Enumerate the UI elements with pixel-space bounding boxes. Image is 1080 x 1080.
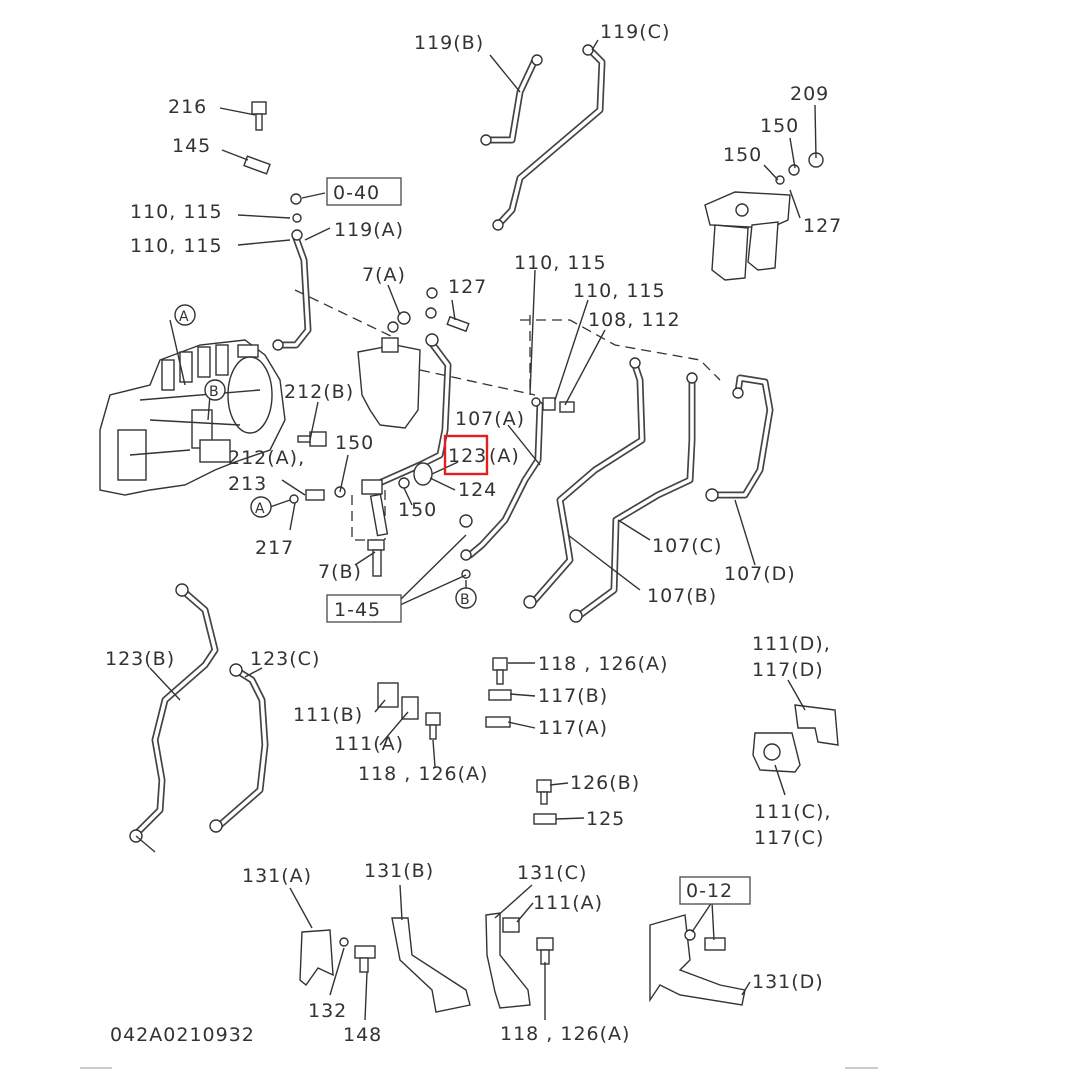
label-127: 127 (448, 276, 487, 298)
label-131c: 131(C) (517, 862, 587, 884)
label-118-126a: 118 , 126(A) (500, 1023, 630, 1045)
label-145: 145 (172, 135, 211, 157)
label-123a-suffix: (A) (489, 445, 520, 467)
label-124: 124 (458, 479, 497, 501)
pipe-123c (209, 663, 269, 833)
label-119c: 119(C) (600, 21, 670, 43)
box-0-40 (326, 177, 402, 206)
injection-pump (99, 339, 286, 496)
drawing-number: 042A0210932 (110, 1024, 255, 1046)
label-131d: 131(D) (752, 971, 824, 993)
pipe-107b (523, 357, 646, 609)
label-111b: 111(B) (293, 704, 363, 726)
label-7a: 7(A) (362, 264, 406, 286)
label-circle-b: B (460, 592, 471, 608)
label-circle-a: A (179, 309, 190, 325)
label-118-126a: 118 , 126(A) (538, 653, 668, 675)
bracket-131d (649, 914, 746, 1006)
label-circle-b: B (209, 384, 220, 400)
label-1-45: 1-45 (334, 599, 381, 621)
label-107b: 107(B) (647, 585, 717, 607)
label-111a: 111(A) (533, 892, 603, 914)
pipe-119c (492, 44, 606, 231)
label-117c: 117(C) (754, 827, 824, 849)
leader-lines (149, 39, 817, 1021)
label-110-115: 110, 115 (130, 235, 223, 257)
label-125: 125 (586, 808, 625, 830)
label-111d: 111(D), (752, 633, 831, 655)
sedimenter (357, 337, 421, 429)
bracket-131c (485, 912, 554, 1009)
label-7b: 7(B) (318, 561, 362, 583)
label-131a: 131(A) (242, 865, 312, 887)
pipe-123b (129, 583, 219, 853)
label-108-112: 108, 112 (588, 309, 681, 331)
pipe-107d (705, 374, 774, 502)
label-217: 217 (255, 537, 294, 559)
label-111c: 111(C), (754, 801, 831, 823)
label-123c: 123(C) (250, 648, 320, 670)
highlight-box-123[interactable] (443, 434, 489, 476)
label-110-115: 110, 115 (514, 252, 607, 274)
label-131b: 131(B) (364, 860, 434, 882)
label-118-126a: 118 , 126(A) (358, 763, 488, 785)
label-216: 216 (168, 96, 207, 118)
label-117b: 117(B) (538, 685, 608, 707)
bracket-131a (299, 929, 376, 987)
label-127: 127 (803, 215, 842, 237)
box-1-45 (326, 594, 402, 623)
label-209: 209 (790, 83, 829, 105)
label-150: 150 (398, 499, 437, 521)
label-150: 150 (760, 115, 799, 137)
hardware-bolts (243, 101, 824, 825)
pipe-119a (272, 234, 312, 351)
box-0-12 (679, 876, 751, 905)
callout-labels: 119(B) 119(C) 216 145 209 150 150 127 0-… (105, 21, 842, 1046)
label-117d: 117(D) (752, 659, 824, 681)
clamp-111d-111c (752, 704, 839, 773)
label-110-115: 110, 115 (573, 280, 666, 302)
label-107d: 107(D) (724, 563, 796, 585)
label-212b: 212(B) (284, 381, 354, 403)
label-123b: 123(B) (105, 648, 175, 670)
label-212a: 212(A), (228, 447, 305, 469)
label-150: 150 (723, 144, 762, 166)
pipe-107a (466, 401, 544, 559)
label-119a: 119(A) (334, 219, 404, 241)
label-111a: 111(A) (334, 733, 404, 755)
label-119b: 119(B) (414, 32, 484, 54)
label-132: 132 (308, 1000, 347, 1022)
fuel-filter (704, 191, 791, 281)
label-117a: 117(A) (538, 717, 608, 739)
bracket-131b (391, 917, 471, 1013)
label-0-12: 0-12 (686, 880, 733, 902)
pipe-119b (480, 54, 543, 146)
label-123[interactable]: 123 (448, 445, 487, 467)
label-107a: 107(A) (455, 408, 525, 430)
label-0-40: 0-40 (333, 182, 380, 204)
label-150: 150 (335, 432, 374, 454)
label-110-115: 110, 115 (130, 201, 223, 223)
circle-markers (174, 304, 477, 609)
label-circle-a: A (255, 501, 266, 517)
label-107c: 107(C) (652, 535, 722, 557)
label-148: 148 (343, 1024, 382, 1046)
pipe-123a (371, 341, 452, 489)
label-126b: 126(B) (570, 772, 640, 794)
label-213: 213 (228, 473, 267, 495)
pipe-107c (569, 372, 698, 623)
